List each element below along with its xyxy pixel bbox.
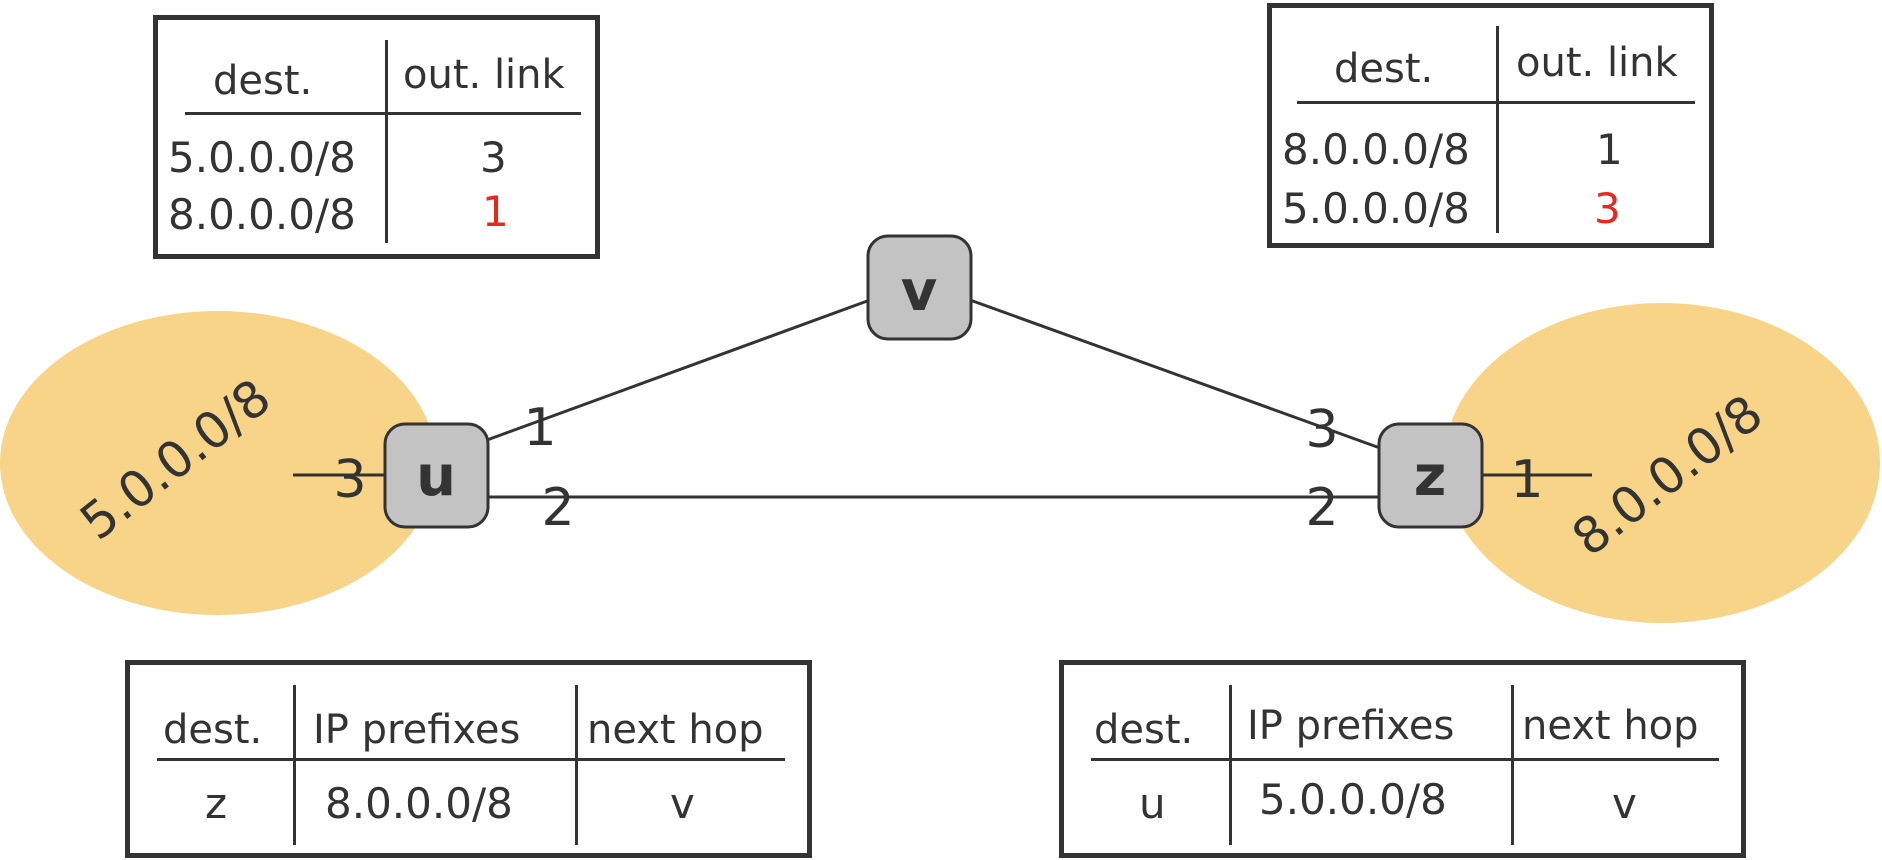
header-dest: dest.: [163, 707, 263, 753]
router-u-label: u: [416, 444, 456, 509]
row-ip-prefix: 8.0.0.0/8: [325, 779, 513, 828]
row2-link-highlighted: 3: [1594, 184, 1621, 233]
table-column-divider-2: [575, 685, 578, 845]
table-header-rule: [1297, 101, 1695, 104]
header-ip-prefixes: IP prefixes: [313, 707, 521, 753]
port-u-3: 3: [333, 450, 366, 510]
router-u: u: [383, 422, 490, 529]
table-column-divider-2: [1511, 685, 1514, 845]
routing-table-z: dest. IP prefixes next hop u 5.0.0.0/8 v: [1059, 660, 1746, 858]
router-v: v: [866, 234, 973, 341]
router-v-label: v: [901, 259, 938, 324]
row1-link: 1: [1596, 125, 1623, 174]
table-column-divider: [385, 40, 388, 243]
row-next-hop: v: [670, 779, 695, 828]
row2-dest: 5.0.0.0/8: [1282, 184, 1470, 233]
network-cloud-right: [1444, 303, 1880, 623]
header-next-hop: next hop: [587, 707, 764, 753]
header-dest: dest.: [213, 58, 313, 104]
routing-table-u: dest. IP prefixes next hop z 8.0.0.0/8 v: [125, 660, 812, 858]
row1-link: 3: [480, 133, 507, 182]
row-ip-prefix: 5.0.0.0/8: [1259, 775, 1447, 824]
port-u-2: 2: [541, 478, 574, 538]
table-column-divider-1: [293, 685, 296, 845]
row1-dest: 5.0.0.0/8: [168, 133, 356, 182]
row-dest: z: [205, 779, 228, 828]
forwarding-table-u: dest. out. link 5.0.0.0/8 3 8.0.0.0/8 1: [153, 15, 600, 259]
forwarding-table-z: dest. out. link 8.0.0.0/8 1 5.0.0.0/8 3: [1267, 3, 1714, 248]
header-dest: dest.: [1334, 46, 1434, 92]
port-z-1: 1: [1510, 450, 1543, 510]
header-out-link: out. link: [1516, 40, 1678, 86]
row1-dest: 8.0.0.0/8: [1282, 125, 1470, 174]
row-dest: u: [1139, 779, 1166, 828]
table-header-rule: [1091, 758, 1719, 761]
header-dest: dest.: [1094, 707, 1194, 753]
link-v-z: [969, 298, 1381, 450]
table-column-divider-1: [1229, 685, 1232, 845]
port-z-3: 3: [1305, 400, 1338, 460]
row2-link-highlighted: 1: [482, 187, 509, 236]
router-z: z: [1377, 422, 1484, 529]
port-u-1: 1: [523, 398, 556, 458]
table-header-rule: [185, 112, 581, 115]
router-z-label: z: [1414, 444, 1447, 509]
header-ip-prefixes: IP prefixes: [1247, 703, 1455, 749]
network-cloud-left: [0, 311, 436, 615]
link-u-v: [486, 298, 871, 442]
row-next-hop: v: [1612, 779, 1637, 828]
header-out-link: out. link: [403, 52, 565, 98]
table-header-rule: [157, 758, 785, 761]
header-next-hop: next hop: [1522, 703, 1699, 749]
row2-dest: 8.0.0.0/8: [168, 190, 356, 239]
table-column-divider: [1496, 26, 1499, 233]
port-z-2: 2: [1305, 478, 1338, 538]
